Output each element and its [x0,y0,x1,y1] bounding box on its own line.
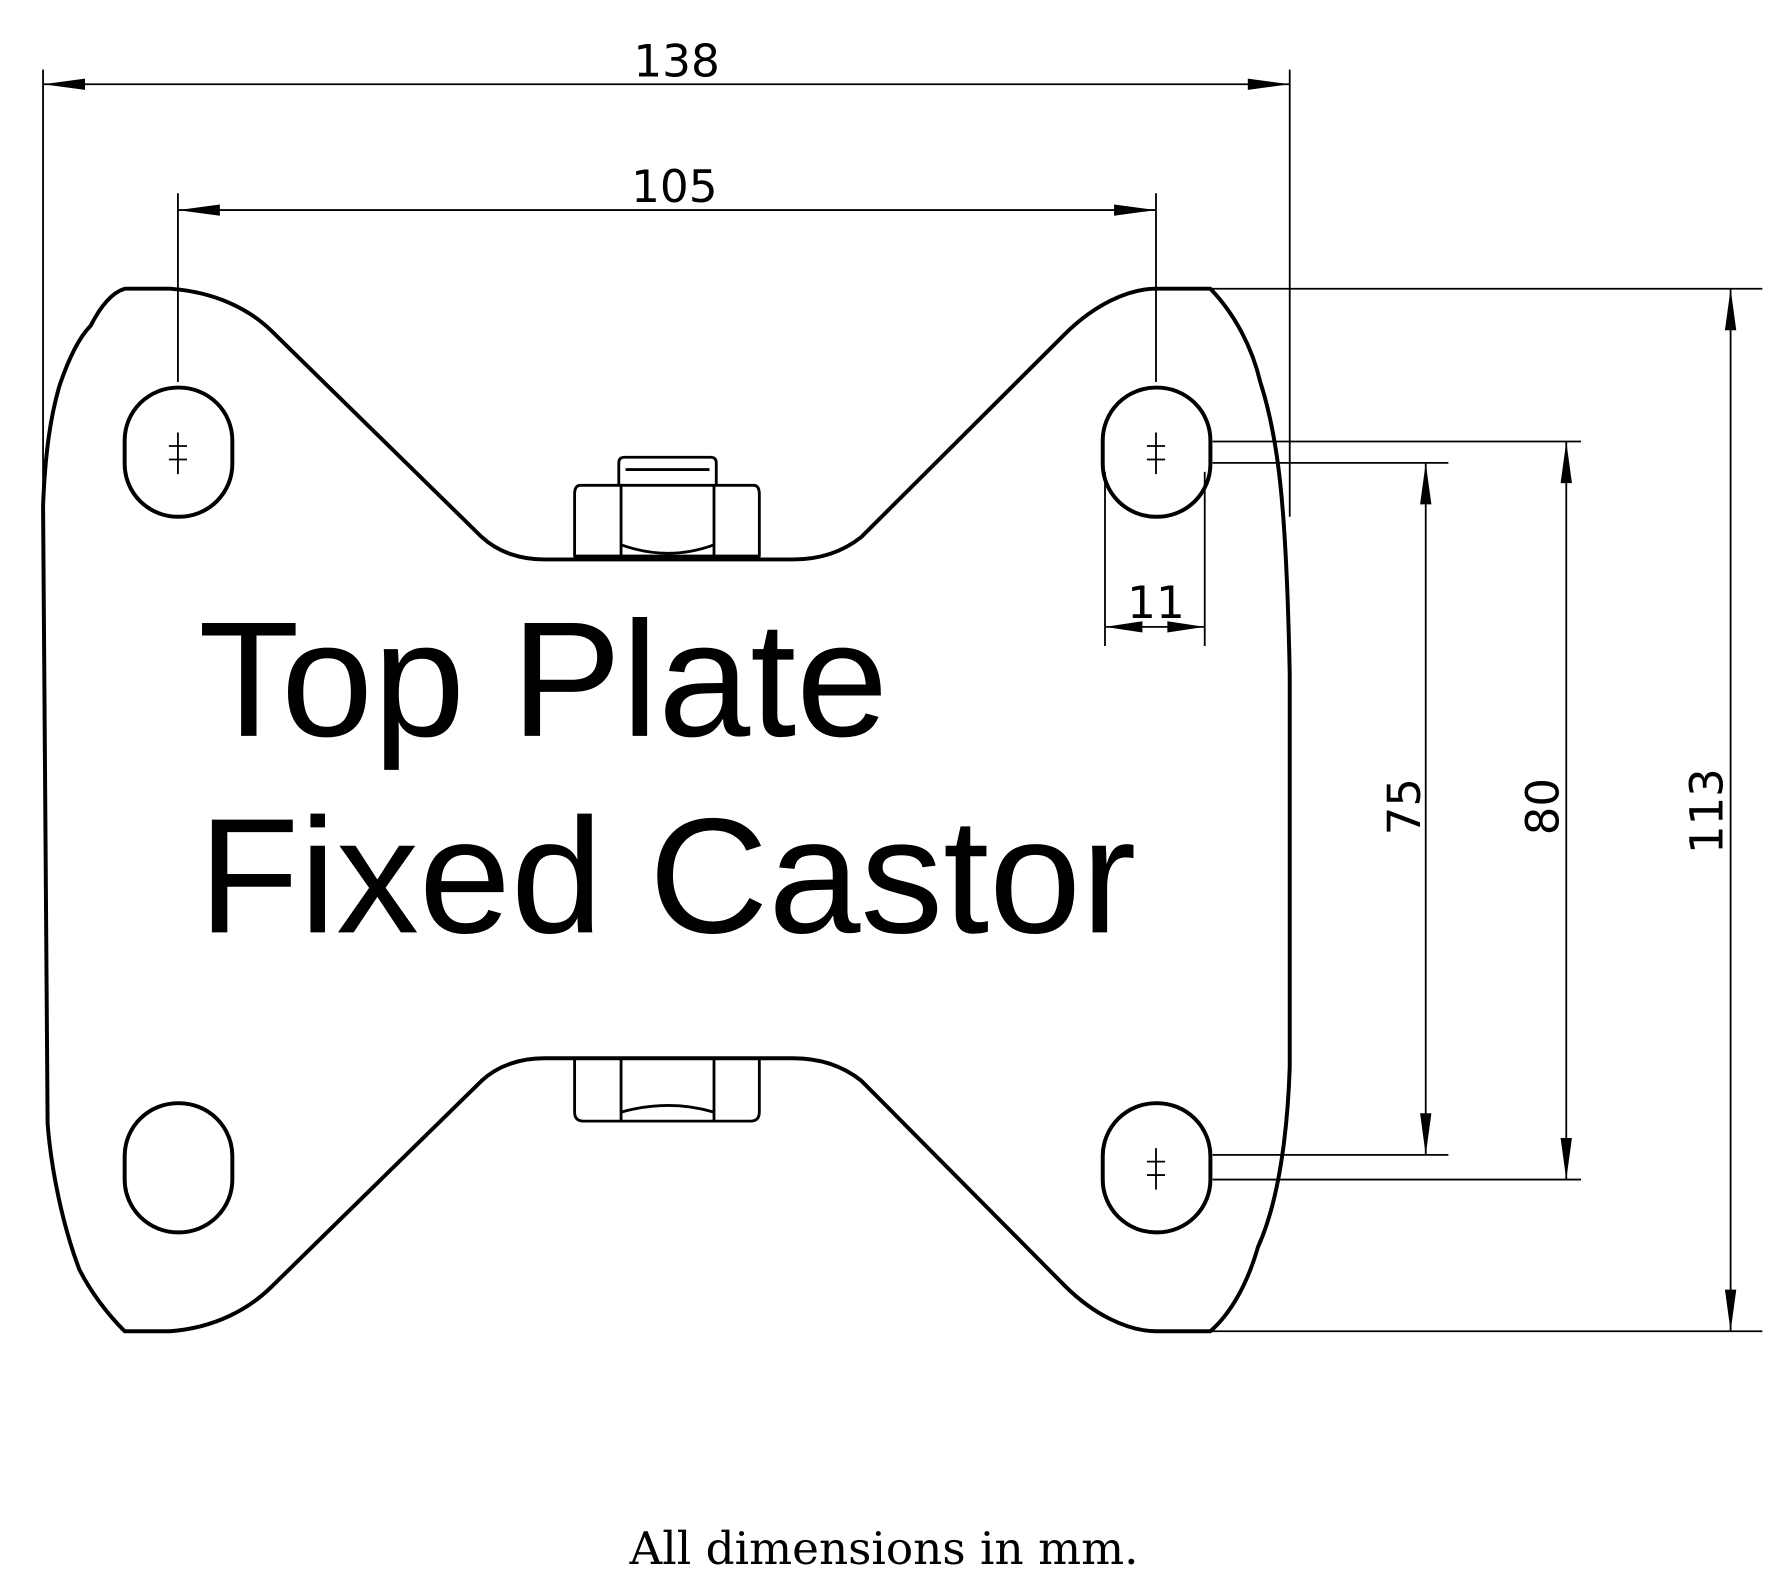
slot-bottom-right [1100,1101,1213,1235]
slot-top-right [1100,385,1213,519]
slot-bottom-left [122,1101,235,1235]
dim-overall-width: 138 [633,35,720,88]
title-line-1: Top Plate [198,587,888,770]
footer-note: All dimensions in mm. [629,1522,1139,1575]
dim-overall-length: 113 [1680,768,1733,854]
slot-top-left [122,385,235,519]
title-line-2: Fixed Castor [198,784,1136,967]
mounting-slots [122,385,1213,1235]
plate-outline [41,286,1292,1334]
center-mark [168,432,1166,1190]
dim-hole-spacing-min: 75 [1378,778,1431,835]
dim-hole-spacing-width: 105 [631,160,718,213]
dimension-lines [42,69,1763,1333]
nut-bottom [573,1058,761,1123]
dim-hole-spacing-max: 80 [1516,778,1569,835]
nut-top [573,455,761,558]
dim-slot-width: 11 [1127,576,1185,629]
